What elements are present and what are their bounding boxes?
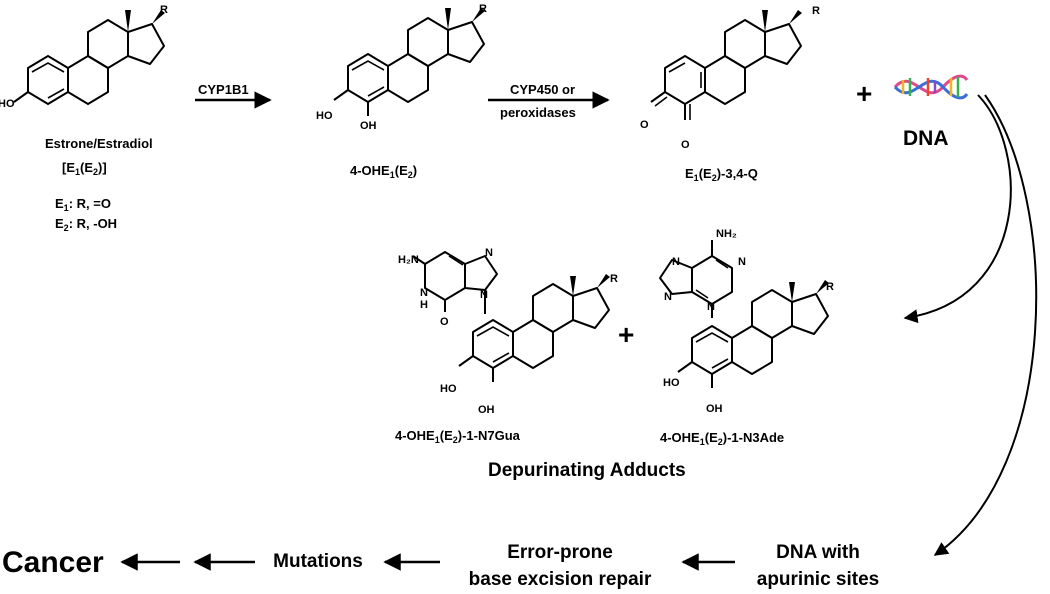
arrow-to-adducts <box>903 94 1012 324</box>
arrow-to-apurinic <box>933 94 1038 556</box>
n7gua-N-atom-2: N <box>420 287 428 299</box>
quinone-R-atom: R <box>812 5 820 17</box>
repair-line2: base excision repair <box>469 569 652 590</box>
4-ohe-HO-atom: HO <box>316 110 333 122</box>
plus-sign-adducts: + <box>618 319 634 350</box>
n3ade-N-atom-2: N <box>738 256 746 268</box>
n3ade-R-atom: R <box>826 281 834 293</box>
n3ade-NH2-atom: NH₂ <box>716 228 737 240</box>
repair-line1: Error-prone <box>507 542 613 563</box>
n7gua-O-atom: O <box>440 316 449 328</box>
n7gua-H2N-atom: H₂N <box>398 254 419 266</box>
estrone-HO-atom: HO <box>0 98 15 110</box>
n3ade-HO-atom: HO <box>663 377 680 389</box>
apurinic-line1: DNA with <box>776 542 860 563</box>
n7gua-OH-atom: OH <box>478 404 495 416</box>
n7gua-HO-atom: HO <box>440 383 457 395</box>
adducts-heading: Depurinating Adducts <box>488 460 686 481</box>
cyp1b1-label: CYP1B1 <box>198 82 249 97</box>
4-ohe-label: 4-OHE1(E2) <box>350 163 417 180</box>
e1-definition: E1: R, =O <box>55 196 111 213</box>
n3ade-adduct-molecule <box>659 240 829 388</box>
4-ohe-R-atom: R <box>479 3 487 15</box>
cyp450-label-line1: CYP450 or <box>510 82 575 97</box>
n3ade-N-atom-4: N <box>707 301 715 313</box>
n7gua-label: 4-OHE1(E2)-1-N7Gua <box>395 428 521 445</box>
estrone-molecule <box>13 10 165 105</box>
n7gua-R-atom: R <box>610 273 618 285</box>
n3ade-N-atom-3: N <box>664 291 672 303</box>
cancer-label: Cancer <box>2 546 104 579</box>
n3ade-N-atom-1: N <box>672 256 680 268</box>
plus-sign-top: + <box>856 78 872 109</box>
4-ohe-OH-atom: OH <box>360 120 377 132</box>
n3ade-label: 4-OHE1(E2)-1-N3Ade <box>660 430 784 447</box>
e2-definition: E2: R, -OH <box>55 216 117 233</box>
mutations-label: Mutations <box>273 551 363 572</box>
n3ade-OH-atom: OH <box>706 403 723 415</box>
estrone-abbr-label: [E1(E2)] <box>62 160 107 177</box>
n7gua-H-atom: H <box>420 299 428 311</box>
estrone-R-atom: R <box>160 4 168 16</box>
n7gua-N-atom-3: N <box>480 289 488 301</box>
n7gua-N-atom-1: N <box>485 247 493 259</box>
quinone-O-atom-4: O <box>681 139 690 151</box>
dna-label: DNA <box>903 127 949 150</box>
cyp450-label-line2: peroxidases <box>500 105 576 120</box>
quinone-molecule <box>650 10 802 120</box>
quinone-label: E1(E2)-3,4-Q <box>685 166 758 183</box>
4-ohe-molecule <box>333 8 485 116</box>
quinone-O-atom-3: O <box>640 119 649 131</box>
apurinic-line2: apurinic sites <box>757 569 880 590</box>
estrone-name-label: Estrone/Estradiol <box>45 136 153 151</box>
n7gua-adduct-molecule <box>412 251 610 382</box>
dna-helix-icon <box>893 74 969 100</box>
